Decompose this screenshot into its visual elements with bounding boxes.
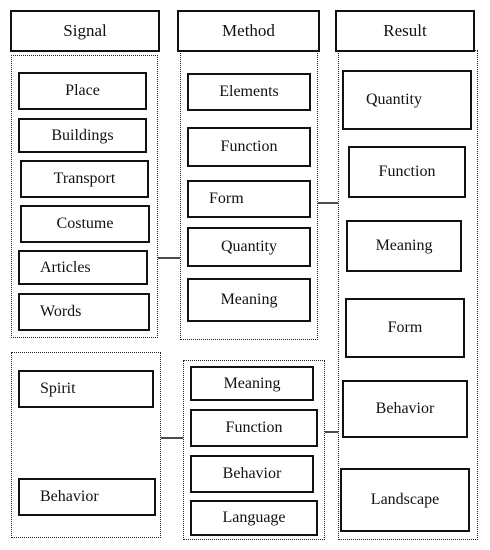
method-meaning: Meaning — [187, 278, 311, 322]
signal-costume: Costume — [20, 205, 150, 243]
result-meaning: Meaning — [346, 220, 462, 272]
result-behavior: Behavior — [342, 380, 468, 438]
method-bottom-language: Language — [190, 500, 318, 536]
method-function: Function — [187, 127, 311, 167]
method-bottom-group — [183, 360, 325, 540]
signal-behavior: Behavior — [18, 478, 156, 516]
signal-bottom-group — [11, 352, 161, 538]
method-bottom-behavior: Behavior — [190, 455, 314, 493]
signal-articles: Articles — [18, 250, 148, 285]
signal-words: Words — [18, 293, 150, 331]
result-form: Form — [345, 298, 465, 358]
result-function: Function — [348, 146, 466, 198]
signal-top-group — [11, 55, 158, 338]
method-bottom-function: Function — [190, 409, 318, 447]
header-method: Method — [177, 10, 320, 52]
result-landscape: Landscape — [340, 468, 470, 532]
method-form: Form — [187, 180, 311, 218]
header-result: Result — [335, 10, 475, 52]
signal-transport: Transport — [20, 160, 149, 198]
signal-buildings: Buildings — [18, 118, 147, 153]
method-quantity: Quantity — [187, 227, 311, 267]
header-signal: Signal — [10, 10, 160, 52]
signal-place: Place — [18, 72, 147, 110]
result-quantity: Quantity — [342, 70, 472, 130]
method-bottom-meaning: Meaning — [190, 366, 314, 401]
signal-spirit: Spirit — [18, 370, 154, 408]
method-elements: Elements — [187, 73, 311, 111]
